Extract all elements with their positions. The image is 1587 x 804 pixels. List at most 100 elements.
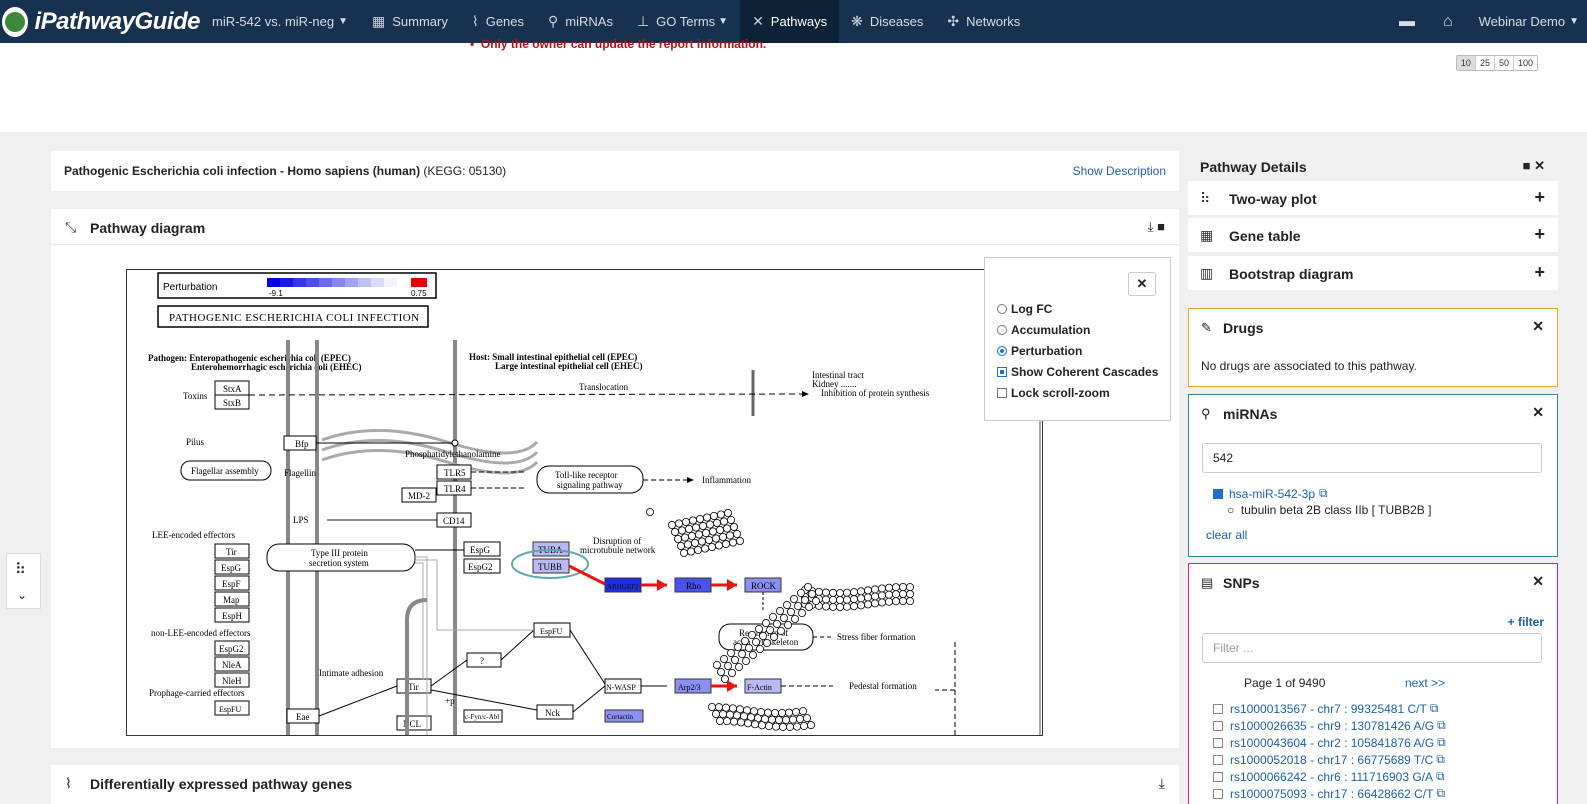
option-perturbation[interactable]: Perturbation bbox=[997, 344, 1082, 358]
download-icon[interactable]: ⤓ bbox=[1158, 775, 1165, 791]
home-icon[interactable]: ⌂ bbox=[1442, 12, 1453, 30]
mirna-link[interactable]: hsa-miR-542-3p bbox=[1229, 486, 1316, 501]
user-name: Webinar Demo bbox=[1478, 14, 1566, 29]
page-size-50[interactable]: 50 bbox=[1494, 56, 1514, 70]
video-icon[interactable]: ■ bbox=[1522, 158, 1531, 173]
microtubule-bead bbox=[843, 588, 852, 597]
mirna-search-input[interactable]: 542 bbox=[1202, 443, 1542, 473]
external-link-icon[interactable]: ⧉ bbox=[1436, 786, 1446, 800]
download-icon[interactable]: ⤓ bbox=[1147, 219, 1154, 234]
external-link-icon[interactable]: ⧉ bbox=[1437, 735, 1446, 749]
snp-checkbox[interactable] bbox=[1213, 788, 1223, 799]
user-menu[interactable]: Webinar Demo ▼ bbox=[1467, 0, 1587, 43]
chevron-down-icon[interactable]: ⌄ bbox=[17, 588, 28, 602]
legend-min: -9.1 bbox=[269, 289, 283, 298]
svg-text:Nck: Nck bbox=[545, 708, 560, 718]
video-icon[interactable]: ■ bbox=[1157, 219, 1165, 234]
snp-item[interactable]: rs1000075093 - chr17 : 66428662 C/T⧉ bbox=[1213, 786, 1445, 801]
plus-icon[interactable]: + bbox=[1534, 224, 1545, 244]
drugs-title: Drugs bbox=[1223, 320, 1264, 336]
snp-checkbox[interactable] bbox=[1213, 771, 1223, 782]
nav-mirnas[interactable]: ⚲miRNAs bbox=[536, 0, 625, 43]
checkbox-lock-scroll-zoom[interactable] bbox=[997, 388, 1007, 398]
scatter-plot-icon[interactable]: ⠷ bbox=[15, 561, 26, 578]
page-size-25[interactable]: 25 bbox=[1475, 56, 1495, 70]
option-accumulation[interactable]: Accumulation bbox=[997, 323, 1090, 337]
microtubule-bead bbox=[871, 599, 880, 608]
close-icon[interactable]: ✕ bbox=[1532, 573, 1544, 589]
nav-go-terms[interactable]: ⊥GO Terms▼ bbox=[625, 0, 740, 43]
snp-checkbox[interactable] bbox=[1213, 754, 1223, 765]
pathway-title-panel: Pathogenic Escherichia coli infection - … bbox=[51, 151, 1179, 191]
snp-item[interactable]: rs1000026635 - chr9 : 130781426 A/G⧉ bbox=[1213, 718, 1446, 733]
snp-item[interactable]: rs1000052018 - chr17 : 66775689 T/C⧉ bbox=[1213, 752, 1445, 767]
close-icon[interactable]: ✕ bbox=[1128, 272, 1156, 296]
comparison-dropdown[interactable]: miR-542 vs. miR-neg ▼ bbox=[200, 0, 360, 43]
snp-filter-input[interactable]: Filter ... bbox=[1202, 633, 1542, 663]
checkbox-coherent-cascades[interactable] bbox=[997, 367, 1007, 377]
section-gene-table[interactable]: ▦ Gene table + bbox=[1188, 218, 1558, 252]
section-two-way-plot[interactable]: ⠷ Two-way plot + bbox=[1188, 181, 1558, 215]
microtubule-bead bbox=[791, 614, 800, 623]
svg-text:EspG2: EspG2 bbox=[219, 644, 244, 654]
snp-item[interactable]: rs1000013567 - chr7 : 99325481 C/T⧉ bbox=[1213, 701, 1438, 716]
snp-checkbox[interactable] bbox=[1213, 737, 1223, 748]
radio-accumulation[interactable] bbox=[997, 325, 1007, 335]
microtubule-bead bbox=[691, 538, 700, 547]
mirna-item[interactable]: hsa-miR-542-3p ⧉ bbox=[1213, 486, 1328, 501]
external-link-icon[interactable]: ⧉ bbox=[1319, 486, 1328, 500]
kegg-diagram[interactable]: Perturbation -9.1 0.75 PATHOGENIC ESCHER… bbox=[126, 269, 1043, 736]
close-icon[interactable]: ✕ bbox=[1532, 404, 1544, 420]
svg-text:Stress fiber formation: Stress fiber formation bbox=[837, 632, 916, 642]
mirna-icon: ⚲ bbox=[1201, 406, 1211, 421]
microtubule-bead bbox=[780, 613, 789, 622]
microtubule-bead bbox=[680, 548, 689, 557]
page-size-10[interactable]: 10 bbox=[1456, 56, 1476, 70]
microtubule-bead bbox=[688, 531, 697, 540]
svg-text:+p: +p bbox=[445, 696, 455, 706]
external-link-icon[interactable]: ⧉ bbox=[1436, 752, 1445, 766]
svg-text:TUBB: TUBB bbox=[538, 562, 562, 572]
option-coherent-cascades[interactable]: Show Coherent Cascades bbox=[997, 365, 1158, 379]
close-icon[interactable]: ✕ bbox=[1532, 318, 1544, 334]
page-size-100[interactable]: 100 bbox=[1513, 56, 1537, 70]
snp-item[interactable]: rs1000043604 - chr2 : 105841876 A/G⧉ bbox=[1213, 735, 1446, 750]
show-description-link[interactable]: Show Description bbox=[1072, 164, 1166, 178]
pathway-diagram-title: Pathway diagram bbox=[90, 220, 206, 236]
option-lock-scroll-zoom[interactable]: Lock scroll-zoom bbox=[997, 386, 1110, 400]
brand[interactable]: iPathwayGuide bbox=[0, 0, 200, 43]
snp-item[interactable]: rs1000066242 - chr6 : 111716903 G/A⧉ bbox=[1213, 769, 1445, 784]
external-link-icon[interactable]: ⧉ bbox=[1436, 769, 1445, 783]
microtubule-bead bbox=[878, 591, 887, 600]
floating-plot-toggle[interactable]: ⠷ ⌄ bbox=[6, 553, 41, 609]
nav-networks[interactable]: ✣Networks bbox=[935, 0, 1032, 43]
external-link-icon[interactable]: ⧉ bbox=[1429, 701, 1439, 715]
snp-next-link[interactable]: next >> bbox=[1405, 676, 1446, 690]
nav-diseases[interactable]: ❋Diseases bbox=[839, 0, 935, 43]
option-log-fc[interactable]: Log FC bbox=[997, 302, 1052, 316]
snp-checkbox[interactable] bbox=[1213, 720, 1223, 731]
legend-swatch bbox=[358, 278, 371, 287]
microtubule-bead bbox=[822, 595, 831, 604]
clear-all-link[interactable]: clear all bbox=[1206, 528, 1248, 542]
mirna-checkbox[interactable] bbox=[1213, 488, 1223, 499]
close-icon[interactable]: ✕ bbox=[1534, 158, 1545, 173]
plus-icon[interactable]: + bbox=[1534, 187, 1545, 207]
nav-genes[interactable]: ⌇Genes bbox=[460, 0, 536, 43]
comment-icon[interactable]: ▬ bbox=[1398, 12, 1415, 30]
radio-log-fc[interactable] bbox=[997, 304, 1007, 314]
pill-icon: ✎ bbox=[1201, 320, 1212, 335]
microtubule-bead bbox=[857, 587, 866, 596]
radio-perturbation[interactable] bbox=[997, 346, 1007, 356]
nav-pathways[interactable]: ✕Pathways bbox=[740, 0, 840, 43]
nav-summary[interactable]: ▦Summary bbox=[360, 0, 460, 43]
add-filter-link[interactable]: + filter bbox=[1507, 615, 1544, 629]
legend-swatch bbox=[280, 278, 293, 287]
microtubule-bead bbox=[677, 541, 686, 550]
section-bootstrap-diagram[interactable]: ▥ Bootstrap diagram + bbox=[1188, 256, 1558, 290]
external-link-icon[interactable]: ⧉ bbox=[1437, 718, 1446, 732]
snp-checkbox[interactable] bbox=[1213, 703, 1223, 714]
microtubule-bead bbox=[762, 618, 771, 627]
plus-icon[interactable]: + bbox=[1534, 262, 1545, 282]
microtubule-bead bbox=[675, 519, 684, 528]
